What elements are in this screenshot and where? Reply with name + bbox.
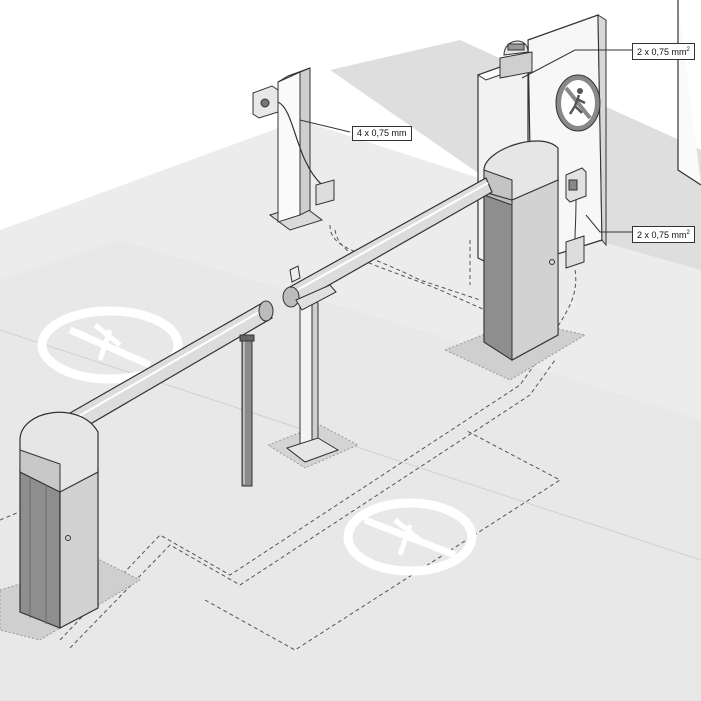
cable-callout-photocell-exponent: 2	[686, 230, 690, 236]
no-pedestrian-sign-icon	[555, 74, 601, 132]
left-barrier-cabinet	[19, 411, 99, 629]
building-edge	[677, 0, 701, 186]
warning-lamp-icon	[499, 40, 533, 79]
cable-callout-lamp-exponent: 2	[686, 47, 690, 53]
boom-pendant	[239, 334, 255, 487]
no-pedestrian-floor-marking-icon	[343, 498, 477, 576]
cable-callout-lamp: 2 x 0,75 mm2	[632, 43, 695, 60]
callout-leaders	[299, 49, 634, 233]
no-pedestrian-floor-marking-icon	[37, 306, 183, 384]
cable-callout-post: 4 x 0,75 mm	[352, 126, 412, 141]
photocell-icon	[565, 167, 587, 269]
junction-post	[252, 67, 335, 231]
cable-runs	[0, 224, 577, 651]
cable-callout-photocell: 2 x 0,75 mm2	[632, 226, 695, 243]
junction-box-icon	[252, 85, 279, 119]
cable-callout-photocell-value: 2 x 0,75 mm	[637, 230, 687, 240]
cable-callout-lamp-value: 2 x 0,75 mm	[637, 47, 687, 57]
right-barrier-cabinet	[483, 140, 559, 361]
boom-support-post	[285, 284, 340, 463]
upper-boom	[282, 177, 493, 308]
cable-callout-post-value: 4 x 0,75 mm	[357, 128, 407, 138]
